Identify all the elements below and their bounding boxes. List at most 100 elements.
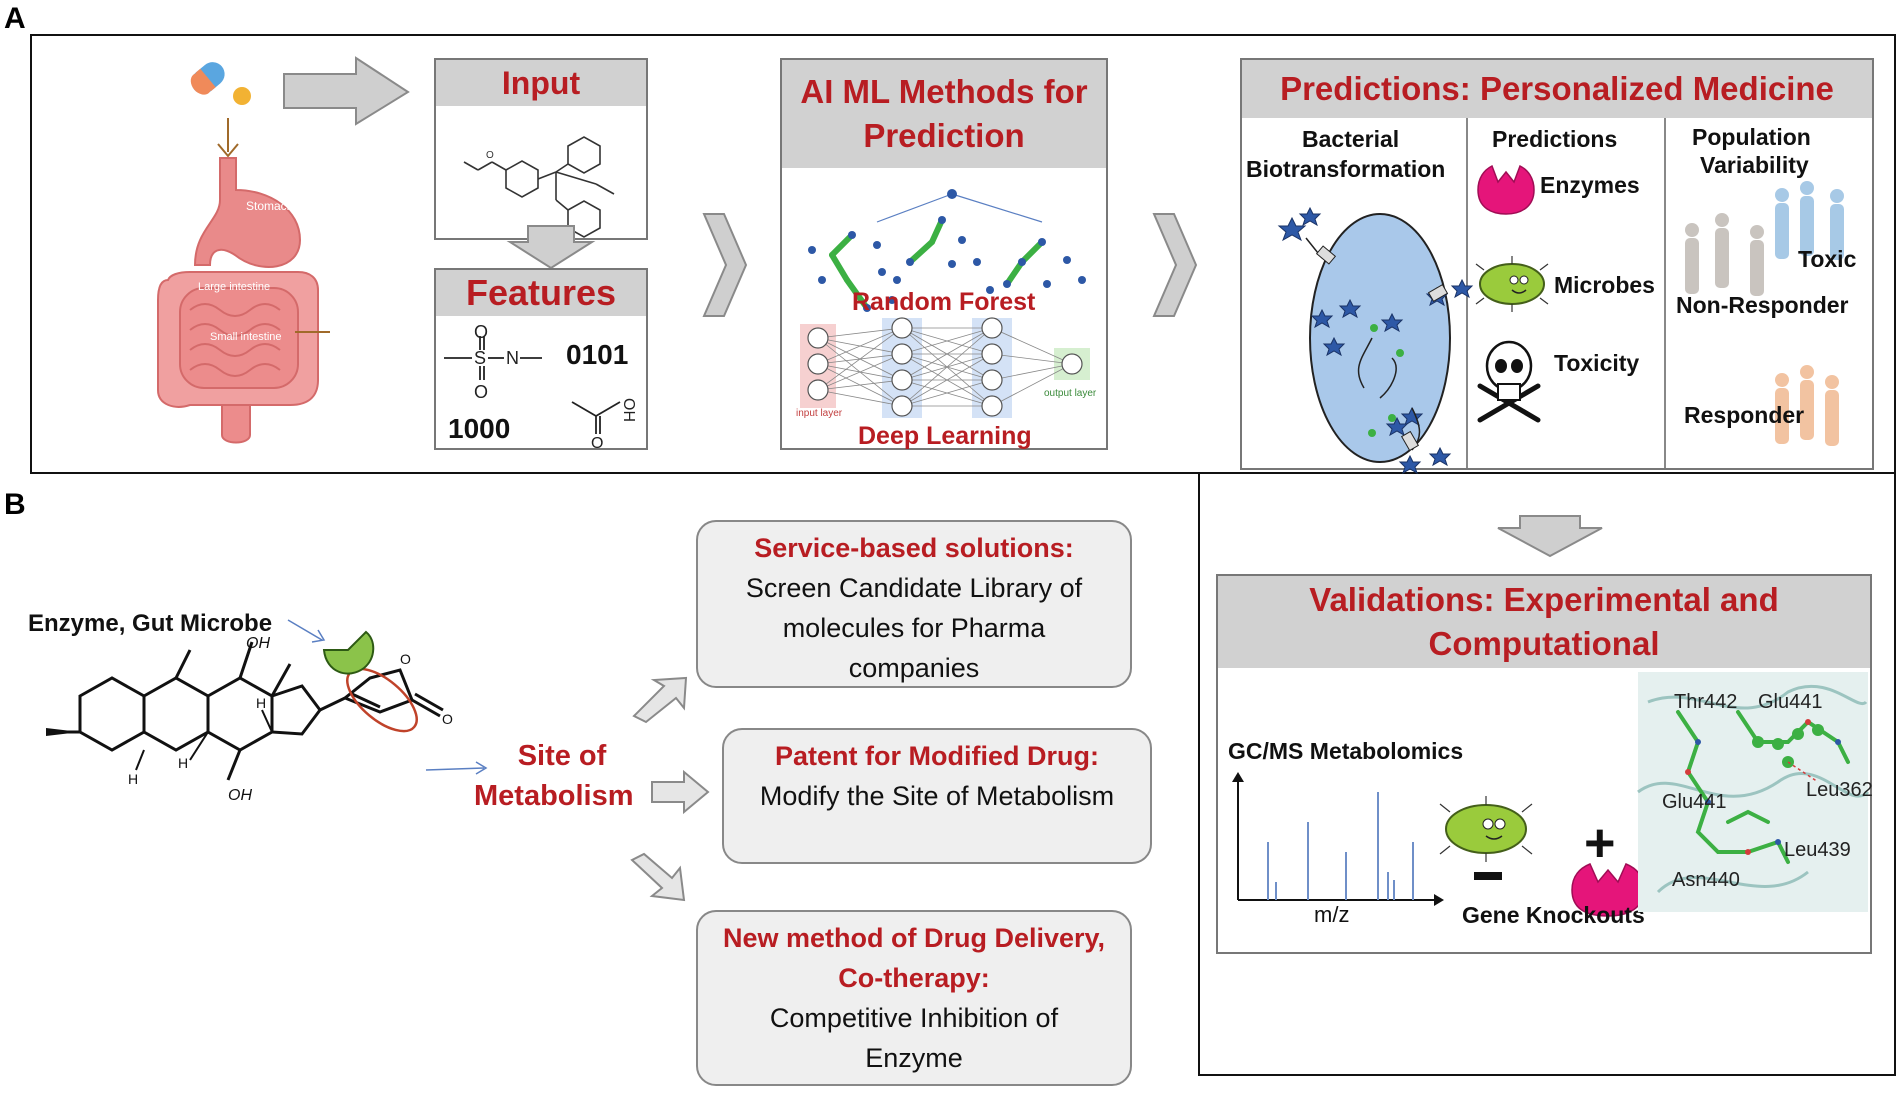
deep-learning-graphic: input layer output layer: [796, 317, 1097, 419]
bacterial-cell-graphic: [1277, 206, 1474, 475]
service-box: Service-based solutions: Screen Candidat…: [696, 520, 1132, 688]
ai-box: AI ML Methods for Prediction Random Fore…: [780, 58, 1108, 450]
service-title: Service-based solutions:: [754, 533, 1074, 563]
population-label-2: Variability: [1700, 152, 1809, 178]
delivery-title-1: New method of Drug Delivery,: [722, 923, 1106, 953]
enzyme-icon: [1477, 164, 1535, 215]
arrow-to-delivery: [630, 852, 686, 902]
steroid-molecule: OH OH H H H O O: [46, 619, 488, 804]
svg-text:N: N: [506, 348, 519, 368]
non-responder-label: Non-Responder: [1676, 292, 1849, 318]
microbe-icon: [1475, 256, 1549, 312]
gene-knockouts-label: Gene Knockouts: [1462, 902, 1645, 928]
residue-leu362: Leu362: [1806, 779, 1873, 801]
gut-illustration: Stomach Large intestine Small intestine: [157, 62, 330, 444]
protein-structure-graphic: Thr442 Glu441 Glu441 Leu362 Leu439 Asn44…: [1637, 672, 1873, 912]
gcms-label: GC/MS Metabolomics: [1228, 738, 1464, 764]
toxicity-label: Toxicity: [1554, 350, 1640, 376]
delivery-body-2: Enzyme: [865, 1043, 963, 1073]
ai-title: AI ML Methods for Prediction: [782, 60, 1106, 168]
arrow-to-patent: [651, 769, 710, 815]
arrow-to-validations: [1497, 515, 1603, 558]
features-box: Features O S N O 0101 1000 OH O: [434, 268, 648, 452]
minus-sign: [1474, 872, 1502, 880]
arrow-gut-to-input: [283, 56, 410, 126]
arrow-input-to-features: [506, 225, 596, 270]
feature-o-acid: O: [591, 435, 603, 452]
delivery-box: New method of Drug Delivery, Co-therapy:…: [696, 910, 1132, 1086]
steroid-h-3: H: [256, 695, 266, 711]
enzyme-gut-microbe-label: Enzyme, Gut Microbe: [28, 610, 273, 637]
patent-box: Patent for Modified Drug: Modify the Sit…: [722, 728, 1152, 864]
population-label-1: Population: [1692, 124, 1811, 150]
service-body-2: molecules for Pharma: [782, 613, 1046, 643]
gcms-spectrum: [1232, 772, 1444, 906]
features-structures: O S N O 0101 1000 OH O: [444, 322, 637, 452]
responder-label: Responder: [1684, 402, 1805, 428]
residue-thr442: Thr442: [1674, 691, 1737, 713]
validations-title-line2: Computational: [1428, 625, 1660, 662]
service-body-3: companies: [848, 653, 980, 683]
bacterial-label-1: Bacterial: [1302, 126, 1400, 152]
feature-o-top: O: [474, 322, 488, 342]
pred-divider-2: [1664, 118, 1666, 468]
panel-b-letter: B: [4, 488, 26, 521]
residue-glu441-top: Glu441: [1758, 691, 1823, 713]
toxic-label: Toxic: [1798, 246, 1857, 272]
random-forest-graphic: [808, 189, 1086, 312]
steroid-oh-bottom: OH: [228, 787, 252, 804]
steroid-oh-top: OH: [246, 635, 270, 652]
input-layer-label: input layer: [796, 408, 843, 419]
arrow-to-ai: [702, 213, 748, 317]
ai-title-line2: Prediction: [863, 117, 1025, 154]
bacterial-label-2: Biotransformation: [1246, 156, 1446, 182]
steroid-h-2: H: [178, 755, 188, 771]
residue-leu439: Leu439: [1784, 839, 1851, 861]
validation-microbe-icon: [1439, 796, 1533, 862]
delivery-title-2: Co-therapy:: [838, 963, 990, 993]
predictions-col-label: Predictions: [1492, 126, 1618, 152]
output-layer-label: output layer: [1044, 388, 1097, 399]
validations-title-line1: Validations: Experimental and: [1309, 581, 1779, 618]
steroid-o-ring: O: [400, 651, 411, 667]
features-title: Features: [436, 270, 646, 316]
features-bits-2: 1000: [448, 413, 510, 444]
large-intestine-label: Large intestine: [198, 281, 270, 293]
stomach-label: Stomach: [246, 199, 293, 213]
small-intestine-label: Small intestine: [210, 331, 282, 343]
input-title: Input: [436, 60, 646, 106]
panel-a-frame: [30, 34, 1896, 474]
steroid-h-1: H: [128, 771, 138, 787]
svg-text:S: S: [474, 348, 486, 368]
predictions-box: Predictions: Personalized Medicine Bacte…: [1240, 58, 1874, 475]
delivery-body-1: Competitive Inhibition of: [769, 1003, 1059, 1033]
input-molecule-o: O: [486, 150, 494, 161]
random-forest-label: Random Forest: [852, 288, 1036, 316]
svg-text:OH: OH: [620, 398, 637, 422]
ai-title-line1: AI ML Methods for: [800, 73, 1088, 110]
population-figures: [1685, 181, 1844, 446]
site-of-label: Site of: [517, 740, 607, 772]
steroid-o-carbonyl: O: [442, 711, 453, 727]
patent-body-1: Modify the Site of Metabolism: [759, 781, 1115, 811]
input-molecule: O: [463, 136, 615, 238]
residue-asn440: Asn440: [1672, 869, 1740, 891]
arrow-to-predictions: [1152, 213, 1198, 317]
deep-learning-label: Deep Learning: [858, 422, 1032, 450]
plus-sign: +: [1584, 813, 1616, 873]
panel-a-right-frame: [1198, 472, 1896, 1076]
validations-title: Validations: Experimental and Computatio…: [1218, 576, 1870, 668]
service-body-1: Screen Candidate Library of: [745, 573, 1083, 603]
enzymes-label: Enzymes: [1540, 172, 1640, 198]
arrow-to-service: [632, 676, 688, 724]
feature-o-bottom: O: [474, 382, 488, 402]
skull-icon: [1477, 340, 1541, 423]
input-box: Input O: [434, 58, 648, 240]
validations-box: Validations: Experimental and Computatio…: [1216, 574, 1873, 954]
features-bits-1: 0101: [566, 339, 628, 370]
residue-glu441: Glu441: [1662, 791, 1727, 813]
mz-label: m/z: [1314, 902, 1350, 927]
patent-title: Patent for Modified Drug:: [775, 741, 1099, 771]
microbes-label: Microbes: [1554, 272, 1655, 298]
panel-a-letter: A: [4, 2, 26, 35]
